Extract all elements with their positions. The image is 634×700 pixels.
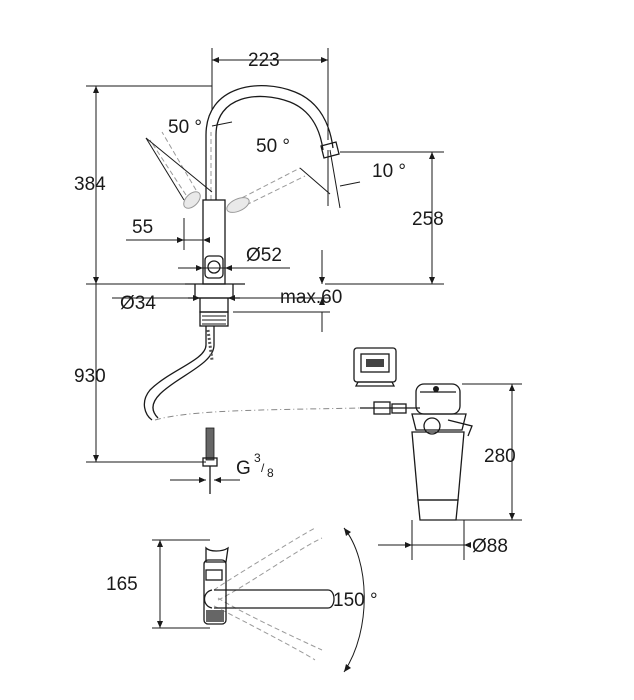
label-max-deck: max.60 [280, 287, 342, 308]
label-swivel-left: 50 ° [168, 117, 202, 138]
label-thread: G 3 / 8 [236, 451, 274, 480]
label-thread-den: 8 [267, 466, 274, 480]
label-total-height: 384 [74, 174, 106, 195]
label-spout-height: 258 [412, 209, 444, 230]
filter-display-icon [353, 347, 397, 387]
label-body-diameter: Ø52 [246, 245, 282, 266]
dimension-lines [86, 48, 522, 673]
label-spout-tilt: 10 ° [372, 161, 406, 182]
label-reach: 223 [248, 50, 280, 71]
faucet-elevation [143, 85, 361, 494]
plan-view [203, 527, 335, 661]
label-plan-depth: 165 [106, 574, 138, 595]
label-thread-main: G [236, 458, 251, 479]
svg-text:/: / [261, 461, 265, 475]
label-filter-diameter: Ø88 [472, 536, 508, 557]
filter-assembly [353, 347, 473, 521]
label-under-counter: 930 [74, 366, 106, 387]
dimension-labels: 223 50 ° 50 ° 384 10 ° 258 55 Ø52 Ø34 ma… [74, 50, 516, 611]
label-swivel-right: 50 ° [256, 136, 290, 157]
label-shank-diameter: Ø34 [120, 293, 156, 314]
label-filter-height: 280 [484, 446, 516, 467]
label-thread-num: 3 [254, 451, 261, 465]
label-swivel-range: 150 ° [333, 590, 378, 611]
label-lever-projection: 55 [132, 217, 153, 238]
